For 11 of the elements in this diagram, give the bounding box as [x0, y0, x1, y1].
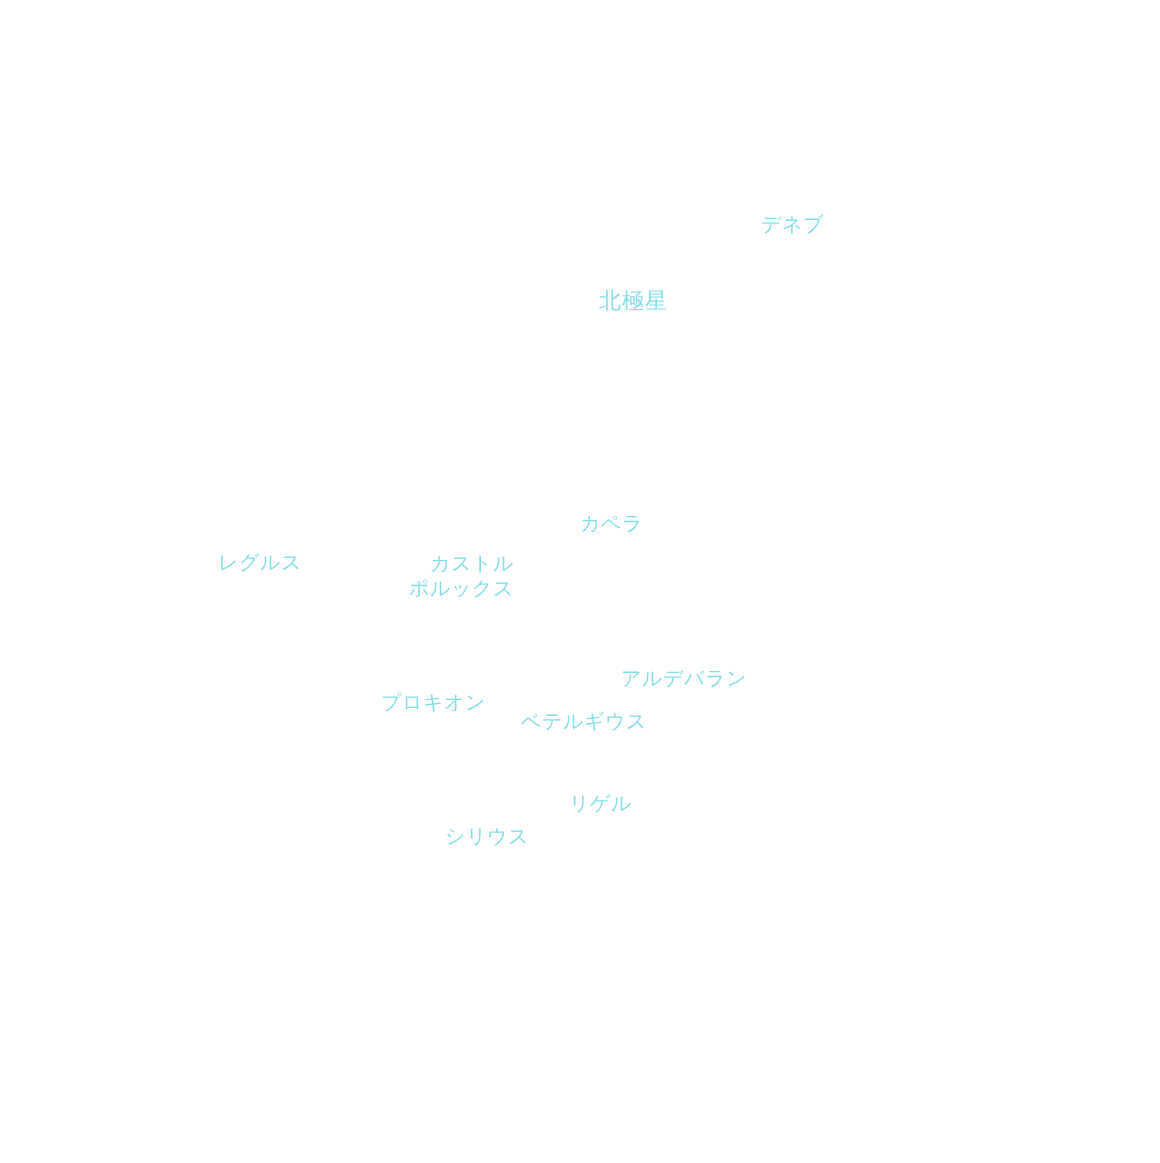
star-name: シリウス: [445, 826, 529, 846]
star-name: デネブ: [761, 214, 824, 234]
star-name: アルデバラン: [621, 668, 747, 688]
star-name: リゲル: [569, 793, 632, 813]
star-name: レグルス: [218, 552, 302, 572]
star-name: カペラ: [580, 513, 643, 533]
star-name: ベテルギウス: [521, 711, 647, 731]
star-name: カストル: [430, 553, 514, 573]
star-name: 北極星: [599, 290, 668, 312]
star-name: プロキオン: [381, 692, 486, 712]
star-name: ポルックス: [409, 578, 514, 598]
